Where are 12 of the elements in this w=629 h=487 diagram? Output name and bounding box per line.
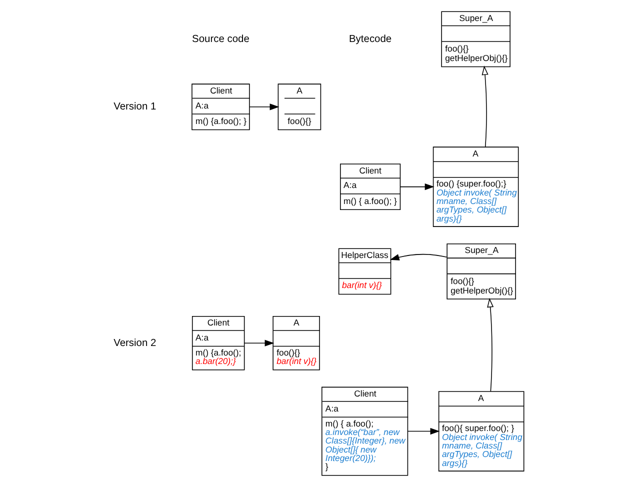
arrow bbox=[389, 254, 447, 260]
arrow bbox=[406, 428, 440, 435]
arrow bbox=[248, 104, 279, 110]
node-box: A foo(){} bbox=[277, 84, 321, 130]
label: Version 1 bbox=[113, 102, 156, 113]
label: Version 2 bbox=[113, 338, 156, 349]
arrow bbox=[486, 298, 494, 392]
label: Source code bbox=[192, 34, 249, 45]
arrow bbox=[481, 66, 488, 148]
arrow bbox=[244, 340, 274, 346]
arrow bbox=[400, 184, 434, 190]
label: Bytecode bbox=[348, 34, 392, 45]
